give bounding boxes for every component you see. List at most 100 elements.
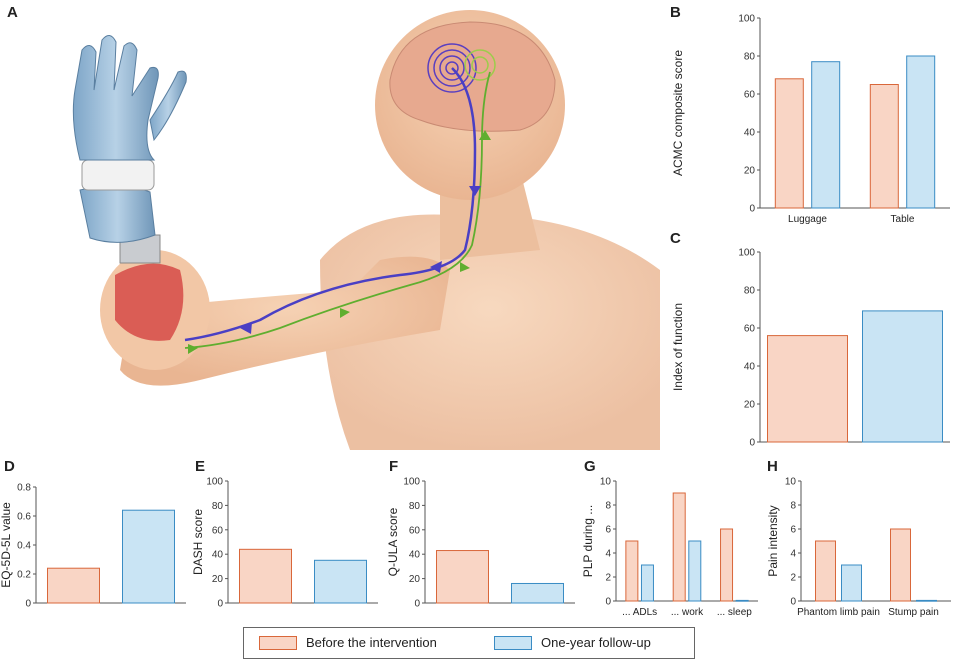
chart-e-ytick-label: 100 <box>206 477 223 488</box>
chart-b-ytick-label: 20 <box>744 166 756 177</box>
legend-item-before: Before the intervention <box>259 635 437 650</box>
chart-h-ytick-label: 6 <box>790 525 796 536</box>
chart-h-ytick-label: 8 <box>790 501 796 512</box>
chart-e-ytick-label: 20 <box>212 574 224 585</box>
chart-f-bar-before-0 <box>436 550 489 604</box>
muscle-shape <box>115 263 184 341</box>
chart-d-eq5d5l: 0 0.2 0.4 0.6 0.8EQ-5D-5L value <box>0 483 186 610</box>
prosthetic-hand <box>72 35 159 161</box>
chart-f-ylabel: Q-ULA score <box>386 507 400 576</box>
afferent-arrow-icons <box>188 130 491 354</box>
chart-b-ytick-label: 0 <box>749 204 755 215</box>
efferent-arrow-icons <box>240 186 481 334</box>
chart-c-ytick-label: 20 <box>744 400 756 411</box>
chart-g-category-label: ... ADLs <box>622 607 657 618</box>
chart-g-category-label: ... sleep <box>717 607 752 618</box>
chart-b-category-label: Table <box>891 214 915 225</box>
chart-g-bar-before-0 <box>625 540 639 602</box>
chart-b-ytick-label: 40 <box>744 128 756 139</box>
chart-f-bar-after-0 <box>511 582 564 604</box>
chart-e-ytick-label: 0 <box>217 599 223 610</box>
panel-label-b: B <box>670 4 681 21</box>
chart-c-ylabel: Index of function <box>671 303 685 391</box>
chart-b-bar-after-0 <box>811 61 841 209</box>
chart-d-ytick-label: 0.4 <box>17 541 31 552</box>
legend-label-after: One-year follow-up <box>541 635 651 650</box>
chart-d-ytick-label: 0.8 <box>17 483 31 494</box>
chart-g-ytick-label: 2 <box>605 573 611 584</box>
chart-h-ylabel: Pain intensity <box>766 505 780 576</box>
chart-d-ytick-label: 0.6 <box>17 512 31 523</box>
panel-label-h: H <box>767 458 778 475</box>
chart-b-bar-before-0 <box>774 78 804 209</box>
chart-e-bar-after-0 <box>314 559 367 604</box>
chart-c-ytick-label: 80 <box>744 286 756 297</box>
cortex-target-icon <box>427 43 477 93</box>
chart-e-ytick-label: 40 <box>212 550 224 561</box>
chart-e-bar-before-0 <box>239 548 292 604</box>
chart-h-category-label: Phantom limb pain <box>797 607 880 618</box>
chart-b-bar-before-1 <box>869 84 899 209</box>
chart-d-ytick-label: 0 <box>25 599 31 610</box>
chart-f-ytick-label: 100 <box>403 477 420 488</box>
panel-label-g: G <box>584 458 596 475</box>
legend-label-before: Before the intervention <box>306 635 437 650</box>
chart-h-bar-after-0 <box>841 564 862 602</box>
prosthetic-thumb <box>149 70 187 142</box>
chart-c-ytick-label: 60 <box>744 324 756 335</box>
panel-label-f: F <box>389 458 399 475</box>
chart-g-bar-after-0 <box>640 564 654 602</box>
chart-c-bar-after-0 <box>862 310 943 443</box>
chart-f-ytick-label: 60 <box>409 525 421 536</box>
prosthesis-forearm <box>79 184 156 243</box>
chart-b-ylabel: ACMC composite score <box>671 50 685 176</box>
chart-g-ytick-label: 8 <box>605 501 611 512</box>
chart-b-ytick-label: 60 <box>744 90 756 101</box>
prosthesis-wrist-band <box>81 159 155 191</box>
chart-f-ytick-label: 0 <box>414 599 420 610</box>
chart-e-ytick-label: 80 <box>212 501 224 512</box>
chart-h-bar-before-0 <box>815 540 836 602</box>
panel-label-e: E <box>195 458 206 475</box>
chart-b-category-label: Luggage <box>788 214 827 225</box>
chart-d-bar-before-0 <box>47 567 100 604</box>
chart-f-ytick-label: 20 <box>409 574 421 585</box>
panel-label-d: D <box>4 458 15 475</box>
chart-g-bar-after-1 <box>688 540 702 602</box>
chart-e-ylabel: DASH score <box>191 509 205 575</box>
chart-c-ytick-label: 100 <box>738 248 755 259</box>
chart-d-ytick-label: 0.2 <box>17 570 31 581</box>
chart-h-ytick-label: 10 <box>785 477 797 488</box>
chart-g-ylabel: PLP during ... <box>581 505 595 578</box>
brain-shape <box>389 21 556 132</box>
chart-f-ytick-label: 80 <box>409 501 421 512</box>
chart-b-ytick-label: 80 <box>744 52 756 63</box>
chart-g-ytick-label: 0 <box>605 597 611 608</box>
chart-e-ytick-label: 60 <box>212 525 224 536</box>
chart-b-bar-after-1 <box>906 55 936 209</box>
legend: Before the intervention One-year follow-… <box>243 627 695 659</box>
chart-g-ytick-label: 10 <box>600 477 612 488</box>
chart-g-category-label: ... work <box>671 607 704 618</box>
panel-label-a: A <box>7 4 18 21</box>
chart-c-ytick-label: 0 <box>749 438 755 449</box>
legend-item-after: One-year follow-up <box>494 635 651 650</box>
chart-c-ytick-label: 40 <box>744 362 756 373</box>
upper-arm-shape <box>120 256 450 386</box>
chart-g-bar-before-2 <box>720 528 734 602</box>
panel-label-c: C <box>670 230 681 247</box>
chart-h-bar-before-1 <box>890 528 911 602</box>
chart-d-bar-after-0 <box>122 509 175 604</box>
chart-d-ylabel: EQ-5D-5L value <box>0 502 13 588</box>
chart-h-ytick-label: 0 <box>790 597 796 608</box>
chart-h-ytick-label: 4 <box>790 549 796 560</box>
chart-g-ytick-label: 4 <box>605 549 611 560</box>
legend-swatch-before <box>259 635 297 650</box>
chart-g-bar-before-1 <box>672 492 686 602</box>
chart-b-ytick-label: 100 <box>738 14 755 25</box>
